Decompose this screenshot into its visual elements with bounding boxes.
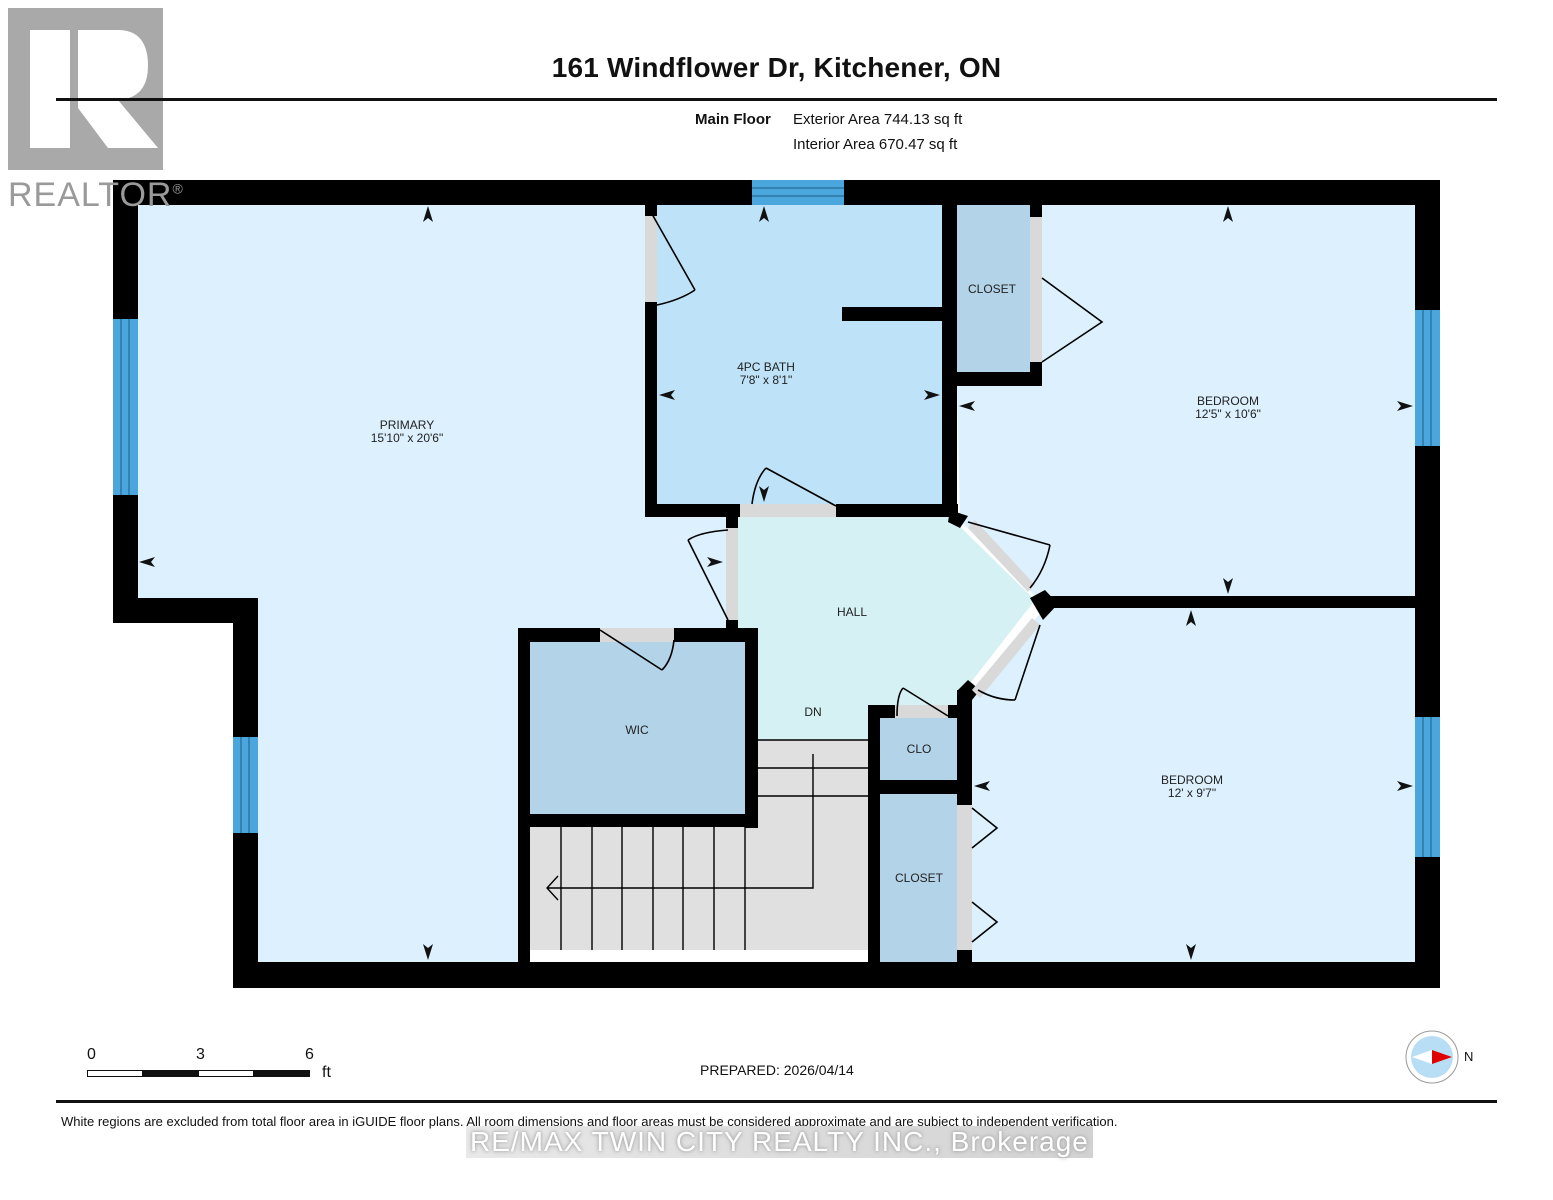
room-label-down: DN	[804, 705, 821, 719]
scale-segment	[198, 1070, 254, 1077]
room-fills	[137, 204, 1415, 962]
compass-label: N	[1464, 1049, 1474, 1064]
window-top	[752, 180, 844, 205]
window-right-upper	[1415, 310, 1440, 446]
scale-label-3: 3	[196, 1046, 205, 1063]
realtor-logo: REALTOR®	[8, 8, 183, 214]
window-right-lower	[1415, 717, 1440, 857]
scale-unit: ft	[322, 1064, 331, 1081]
room-wic	[530, 642, 745, 814]
scale-segment	[142, 1070, 199, 1077]
compass: N	[1404, 1030, 1474, 1086]
door-swings	[599, 213, 1104, 943]
door-openings	[600, 216, 1042, 950]
interior-area: Interior Area 670.47 sq ft	[793, 136, 958, 153]
header-divider	[56, 98, 1497, 101]
prepared-date: PREPARED: 2026/04/14	[700, 1062, 854, 1078]
scale-bar: 0 3 6 ft	[87, 1046, 347, 1086]
dimension-arrows	[139, 206, 1413, 960]
room-label-closet-top: CLOSET	[968, 282, 1017, 296]
windows	[113, 180, 1440, 857]
window-left	[113, 319, 138, 495]
room-closet-bottom	[880, 794, 957, 962]
room-primary	[137, 204, 737, 962]
room-closet-top	[957, 204, 1030, 374]
room-label-wic: WIC	[625, 723, 649, 737]
brokerage-watermark: RE/MAX TWIN CITY REALTY INC., Brokerage	[466, 1126, 1093, 1158]
disclaimer-text: White regions are excluded from total fl…	[61, 1114, 1118, 1129]
compass-north-icon	[1405, 1030, 1459, 1084]
scale-segment	[87, 1070, 143, 1077]
stairs	[530, 740, 868, 950]
floor-name: Main Floor	[695, 111, 771, 128]
scale-label-0: 0	[87, 1046, 96, 1063]
room-clo	[880, 718, 957, 780]
room-hall	[738, 517, 1035, 740]
room-label-hall: HALL	[837, 605, 867, 619]
page-title: 161 Windflower Dr, Kitchener, ON	[551, 52, 1002, 83]
window-left-lower	[233, 737, 258, 833]
scale-label-6: 6	[305, 1046, 314, 1063]
exterior-area: Exterior Area 744.13 sq ft	[793, 111, 963, 128]
stair-treads	[546, 739, 868, 950]
room-label-closet-bottom: CLOSET	[895, 871, 944, 885]
room-bedroom-2	[972, 608, 1415, 962]
room-label-clo: CLO	[907, 742, 932, 756]
scale-segment	[253, 1070, 310, 1077]
realtor-r-icon	[8, 8, 163, 170]
room-bedroom-1	[957, 204, 1415, 606]
room-bath	[657, 204, 942, 504]
realtor-logo-text: REALTOR®	[8, 176, 184, 214]
footer-divider	[56, 1100, 1497, 1103]
